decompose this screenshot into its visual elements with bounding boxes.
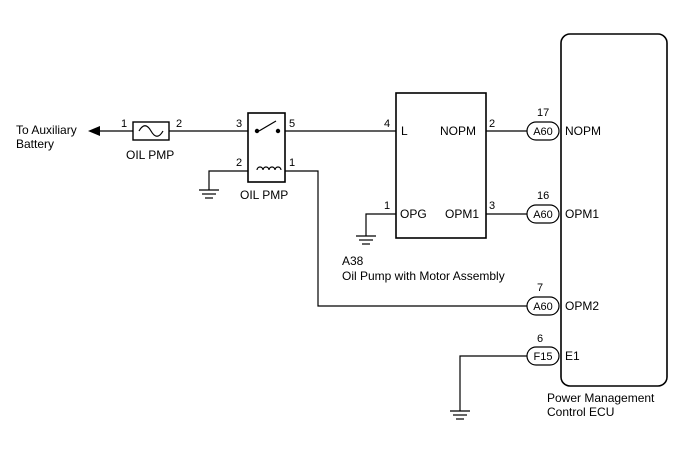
pump-pin-OPM1-name: OPM1 (445, 207, 479, 221)
ecu-name-line1: Power Management (547, 391, 655, 405)
oil-pump-box (395, 92, 487, 239)
relay-pin-1: 1 (289, 157, 295, 169)
connector-code: F15 (534, 351, 553, 363)
ecu-terminal: F15 6 E1 (526, 333, 580, 366)
aux-battery-arrow (88, 126, 133, 136)
aux-battery-label-line1: To Auxiliary (16, 123, 77, 137)
terminal-name: OPM2 (565, 299, 599, 313)
relay-label: OIL PMP (240, 188, 288, 202)
pump-pin-NOPM-name: NOPM (440, 124, 476, 138)
relay-pin-5: 5 (289, 118, 295, 130)
fuse-pin-left: 1 (121, 118, 127, 130)
pump-code: A38 (342, 254, 364, 268)
ecu-terminal: A60 17 NOPM (526, 107, 601, 141)
ecu-name-line2: Control ECU (547, 405, 614, 419)
connector-code: A60 (533, 301, 553, 313)
terminal-number: 17 (537, 107, 549, 119)
connector-code: A60 (533, 209, 553, 221)
fuse-label: OIL PMP (126, 148, 174, 162)
terminal-name: OPM1 (565, 207, 599, 221)
terminal-name: E1 (565, 349, 580, 363)
ecu-terminal: A60 16 OPM1 (526, 190, 599, 224)
pump-name: Oil Pump with Motor Assembly (342, 269, 505, 283)
relay-pin-3: 3 (236, 118, 242, 130)
terminal-number: 6 (537, 333, 543, 345)
pump-pin-L-num: 4 (384, 118, 390, 130)
relay-symbol (247, 112, 286, 183)
terminal-number: 16 (537, 190, 549, 202)
fuse-symbol (132, 121, 170, 141)
wire-relay-opm2 (285, 170, 527, 307)
relay-pin-2: 2 (236, 157, 242, 169)
pump-pin-OPM1-num: 3 (489, 200, 495, 212)
terminal-number: 7 (537, 282, 543, 294)
ecu-terminal: A60 7 OPM2 (526, 282, 599, 316)
pump-pin-L-name: L (401, 124, 408, 138)
ground-symbol-ecu (450, 355, 527, 420)
ground-symbol-relay (199, 170, 248, 199)
fuse-pin-right: 2 (176, 118, 182, 130)
pump-pin-OPG-num: 1 (384, 200, 390, 212)
ground-symbol-pump (356, 213, 396, 245)
terminal-name: NOPM (565, 124, 601, 138)
ecu-box (560, 33, 668, 387)
aux-battery-label-line2: Battery (16, 137, 54, 151)
connector-code: A60 (533, 126, 553, 138)
pump-pin-OPG-name: OPG (400, 207, 427, 221)
pump-pin-NOPM-num: 2 (489, 118, 495, 130)
